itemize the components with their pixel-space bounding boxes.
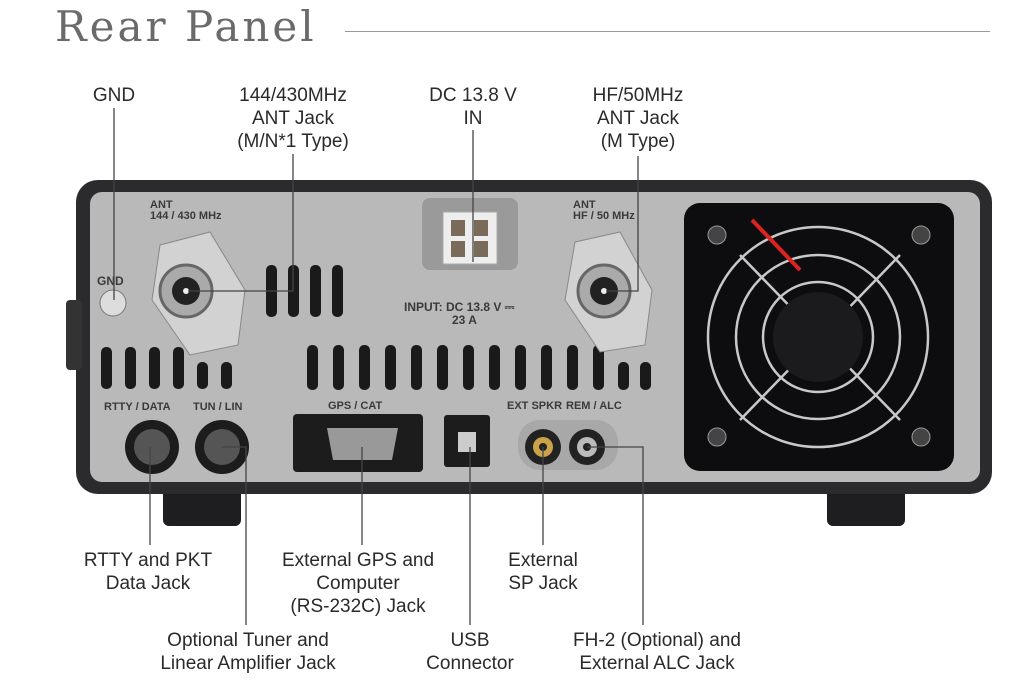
svg-text:144 / 430 MHz: 144 / 430 MHz bbox=[150, 210, 222, 222]
svg-text:HF / 50 MHz: HF / 50 MHz bbox=[573, 210, 635, 222]
foot-left bbox=[163, 488, 241, 526]
gps-cat-marking: GPS / CAT bbox=[328, 400, 382, 412]
side-handle-left bbox=[66, 300, 82, 370]
fan-hub bbox=[773, 292, 863, 382]
gnd-marking: GND bbox=[97, 274, 124, 288]
page-title: Rear Panel bbox=[55, 2, 317, 51]
fan-wire bbox=[750, 218, 802, 272]
foot-right bbox=[827, 488, 905, 526]
gnd-terminal bbox=[99, 289, 127, 317]
ant-vhf-marking: ANT bbox=[150, 199, 173, 211]
input-marking: INPUT: DC 13.8 V ⎓ bbox=[404, 300, 515, 314]
callout-gnd: GND bbox=[92, 85, 136, 106]
vents bbox=[101, 265, 651, 390]
title-rule bbox=[345, 31, 990, 32]
svg-text:23 A: 23 A bbox=[452, 313, 477, 327]
rtty-data-marking: RTTY / DATA bbox=[104, 401, 171, 413]
tun-lin-marking: TUN / LIN bbox=[193, 401, 243, 413]
rem-alc-marking: REM / ALC bbox=[566, 400, 622, 412]
ant-hf-marking: ANT bbox=[573, 199, 596, 211]
ext-spkr-marking: EXT SPKR bbox=[507, 400, 562, 412]
leader-lines bbox=[113, 108, 644, 625]
